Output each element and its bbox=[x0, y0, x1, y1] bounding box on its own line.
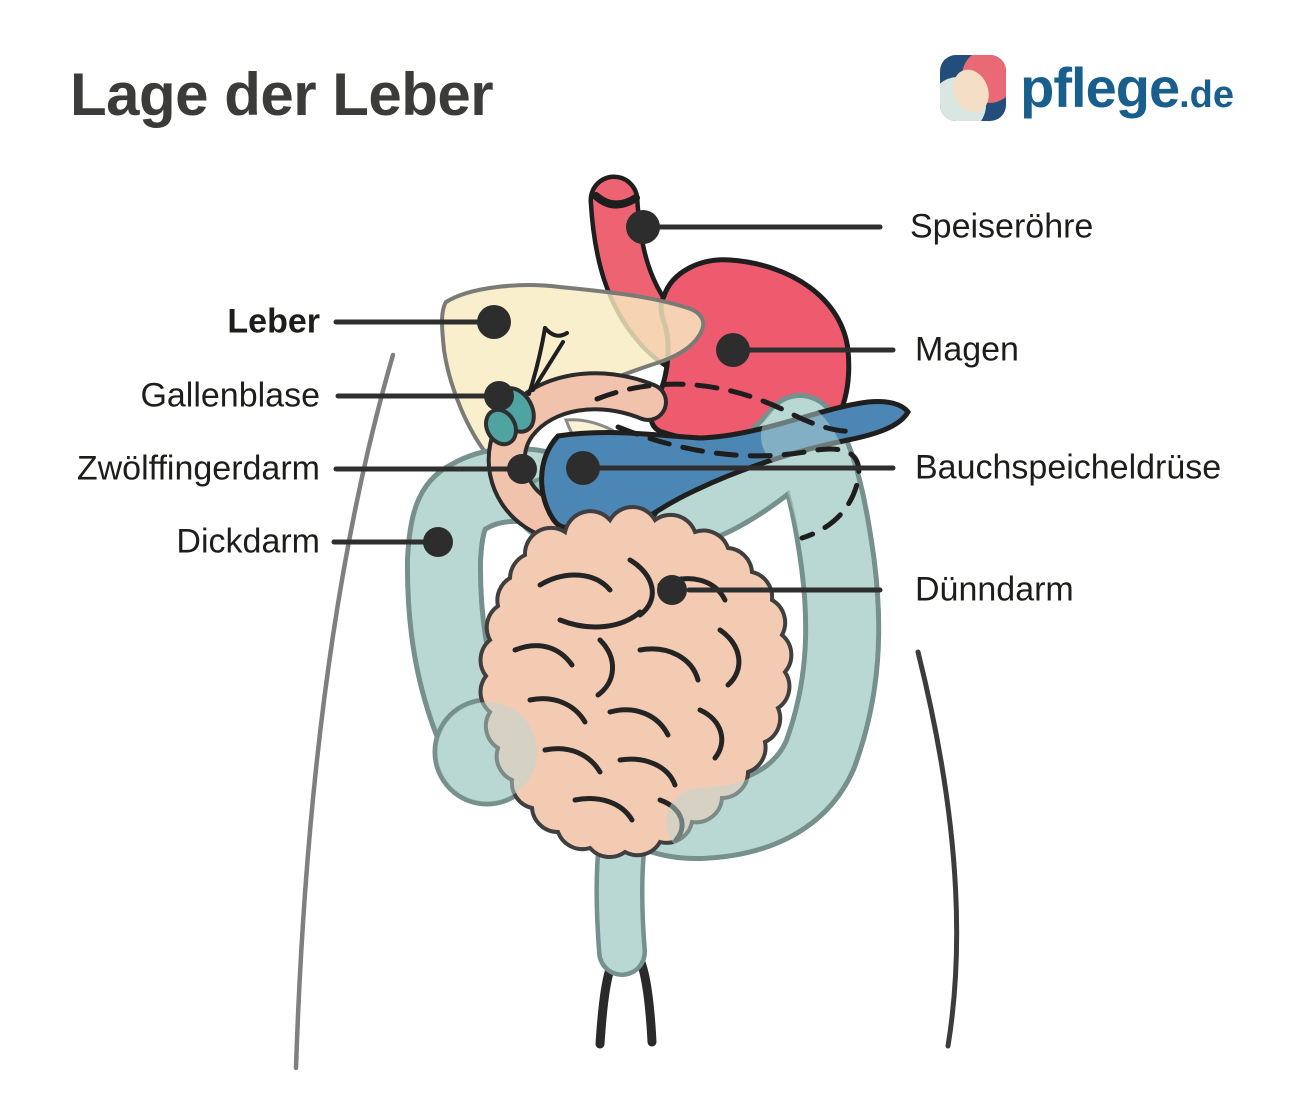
label-dot-speiseroehre bbox=[626, 210, 660, 244]
organ-label-zwoelffingerdarm: Zwölffingerdarm bbox=[76, 449, 320, 488]
colon-overlay bbox=[437, 402, 877, 856]
intestine-squiggles bbox=[512, 557, 742, 843]
organ-label-magen: Magen bbox=[915, 330, 1019, 369]
label-dot-duenndarm bbox=[657, 575, 687, 605]
organ-label-dickdarm: Dickdarm bbox=[176, 522, 320, 561]
organ-label-duenndarm: Dünndarm bbox=[915, 570, 1074, 609]
label-dot-leber bbox=[477, 305, 511, 339]
body-outline-left bbox=[293, 352, 396, 1071]
page-title: Lage der Leber bbox=[70, 61, 494, 128]
organ-label-speiseroehre: Speiseröhre bbox=[910, 207, 1094, 246]
logo-wordmark: pflege.de bbox=[1020, 60, 1234, 116]
hidden-outline-dashes bbox=[594, 381, 862, 541]
bile-ducts bbox=[527, 326, 569, 396]
label-dot-magen bbox=[716, 333, 750, 367]
organ-label-bauchspeicheldruese: Bauchspeicheldrüse bbox=[915, 448, 1222, 487]
label-dot-gallenblase bbox=[484, 381, 514, 411]
annotation-dots bbox=[423, 210, 750, 605]
label-dot-dickdarm bbox=[423, 527, 453, 557]
pflege-logo-icon bbox=[940, 55, 1007, 121]
organ-label-leber: Leber bbox=[227, 302, 320, 341]
pflege-logo: pflege.de bbox=[940, 55, 1234, 121]
logo-brand-text: pflege bbox=[1020, 56, 1180, 119]
organ-label-gallenblase: Gallenblase bbox=[140, 376, 320, 415]
label-dot-bauchspeicheldruese bbox=[566, 451, 600, 485]
label-dot-zwoelffingerdarm bbox=[507, 454, 537, 484]
annotation-lines bbox=[331, 224, 896, 593]
body-outline-right bbox=[915, 649, 960, 1049]
logo-tld-text: .de bbox=[1179, 74, 1234, 116]
